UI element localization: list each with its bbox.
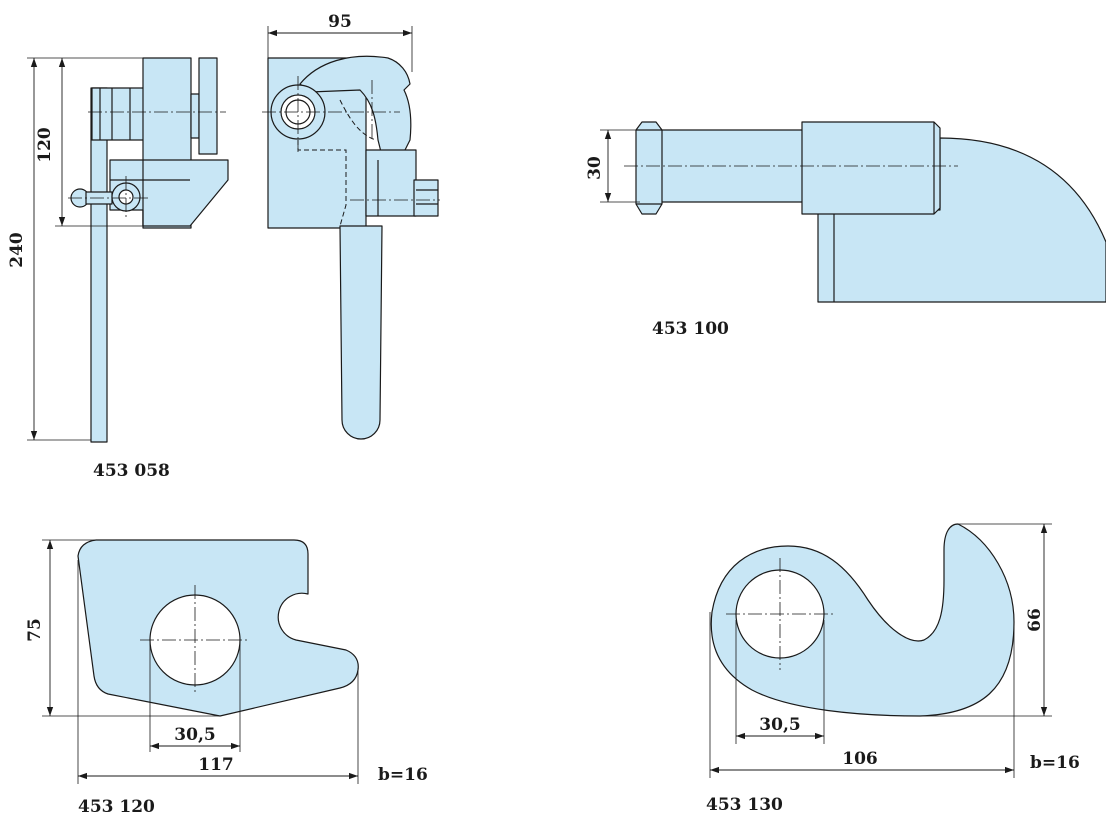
dim-length-label: 117 [198,755,234,775]
dim-height-label: 66 [1025,608,1045,632]
dim-length-label: 106 [842,749,878,769]
part-code-453-120: 453 120 [78,797,155,814]
part-code-453-100: 453 100 [652,319,729,339]
front-lever [339,225,383,440]
dim-hole-label: 30,5 [759,715,800,735]
side-nut [91,87,145,141]
front-latch [365,149,417,217]
front-stud [413,179,439,217]
thickness-label: b=16 [378,765,428,785]
dim-overall-height-label: 240 [7,232,27,268]
part-453-100: 30 453 100 [585,121,1106,339]
side-disc [198,57,218,155]
thickness-label: b=16 [1030,753,1080,773]
dim-width-label: 95 [328,12,352,32]
front-hook [299,55,412,159]
dim-height-label: 75 [25,618,45,642]
collar [801,121,941,215]
part-453-120: 75 30,5 117 b=16 453 120 [25,539,428,814]
part-code-453-130: 453 130 [706,795,783,814]
part-code-453-058: 453 058 [93,461,170,481]
dim-hole-label: 30,5 [174,725,215,745]
dim-diameter-label: 30 [585,156,605,180]
part-453-058: 95 240 120 453 058 [7,12,440,481]
pin-head [635,121,663,215]
part-453-130: 66 30,5 106 b=16 453 130 [706,523,1080,814]
side-lever [109,159,229,227]
dim-upper-height-label: 120 [35,127,55,163]
side-collar [190,93,200,139]
side-bar [90,87,108,443]
